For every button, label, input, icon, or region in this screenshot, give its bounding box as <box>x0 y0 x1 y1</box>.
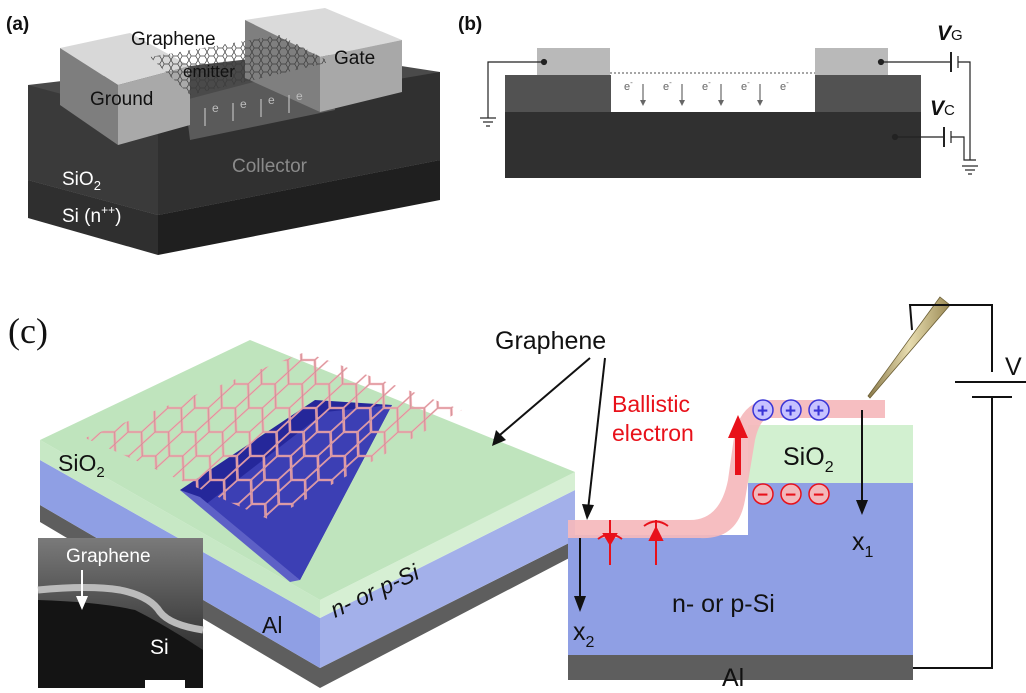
gate-electrode-top <box>245 8 402 57</box>
x1-axis-head <box>856 500 868 515</box>
sio2-front-face <box>320 472 575 618</box>
svg-text:+: + <box>813 401 824 422</box>
panel-b-tag: (b) <box>458 14 482 35</box>
ballistic-arrow-head <box>728 415 748 438</box>
label-vc: VC <box>930 97 955 120</box>
svg-text:e: e <box>212 101 219 115</box>
si-front-face <box>320 490 575 668</box>
label-gate: Gate <box>334 48 375 69</box>
label-al-c: Al <box>262 612 282 638</box>
ground-wire-left-b <box>480 58 548 127</box>
al-layer <box>40 505 575 688</box>
substrate-left-face <box>28 180 158 255</box>
label-graphene-c: Graphene <box>495 327 606 355</box>
positive-charges: + + + <box>752 399 830 422</box>
panel-b: (b) e- e- e- e- e- <box>458 14 978 178</box>
label-ground: Ground <box>90 89 153 110</box>
probe-tip <box>867 296 951 399</box>
inset-label-si: Si <box>150 636 169 659</box>
panel-a-tag: (a) <box>6 14 29 35</box>
circuit-c <box>908 304 1026 669</box>
sio2-cross <box>748 425 913 483</box>
label-ballistic: Ballistic <box>612 391 690 417</box>
graphene-arrow-left-head <box>492 430 506 446</box>
panel-c: (c) Graphene Si SiO2 n- or p-Si Al Graph… <box>8 311 606 688</box>
inset-label-graphene: Graphene <box>66 546 151 567</box>
label-emitter-a: emitter <box>183 62 235 81</box>
svg-text:+: + <box>757 401 768 422</box>
substrate-front-face <box>158 160 440 255</box>
ground-electrode-front <box>118 66 190 145</box>
si-cross <box>568 535 913 655</box>
sio2-front-face <box>158 72 440 215</box>
svg-text:−: − <box>785 485 796 506</box>
sio2-left-face <box>40 440 320 618</box>
si-step-cross <box>748 483 913 535</box>
label-electron: electron <box>612 420 694 446</box>
sio2-right-b <box>815 75 921 112</box>
electron-arrows-b <box>640 84 763 106</box>
ground-electrode-b <box>537 48 610 75</box>
panel-c-tag: (c) <box>8 311 48 351</box>
gate-electrode-front <box>320 40 402 112</box>
svg-text:e-: e- <box>624 78 633 93</box>
electron-arrows-a <box>204 95 290 126</box>
svg-text:e-: e- <box>780 78 789 93</box>
sem-si-region <box>38 600 203 688</box>
svg-text:e-: e- <box>741 78 750 93</box>
label-collector: Collector <box>232 156 308 177</box>
label-si-a: Si (n++) <box>62 203 121 227</box>
graphene-arrow-left <box>493 357 591 441</box>
x2-axis-head <box>574 596 586 612</box>
svg-text:e: e <box>268 93 275 107</box>
ground-electrode-side <box>60 48 118 145</box>
panel-a: (a) e e e e Graphene <box>6 8 440 255</box>
label-sio2-c: SiO2 <box>58 450 105 481</box>
svg-text:−: − <box>813 485 824 506</box>
label-si-type-cross: n- or p-Si <box>672 590 775 618</box>
svg-text:e-: e- <box>702 78 711 93</box>
svg-text:−: − <box>757 485 768 506</box>
ground-electrode-top <box>60 33 190 85</box>
graphene-sheet-c <box>85 352 462 520</box>
svg-text:e: e <box>296 89 303 103</box>
al-cross <box>568 655 913 680</box>
graphene-sheet-a <box>150 35 330 95</box>
graphene-cross <box>568 400 885 539</box>
negative-charges: − − − <box>752 483 830 506</box>
trench-wall <box>180 490 300 582</box>
graphene-arrow-right <box>587 357 606 511</box>
svg-text:+: + <box>785 401 796 422</box>
inset-arrow-head <box>76 596 88 610</box>
svg-text:e: e <box>240 97 247 111</box>
electrons-b: e- e- e- e- e- <box>624 78 789 93</box>
electrons-a: e e e e <box>212 89 303 115</box>
spin-arrows <box>597 520 669 565</box>
label-vg: VG <box>937 22 963 45</box>
label-x1: x1 <box>852 528 874 561</box>
circuit-right-b <box>877 52 978 175</box>
sio2-left-b <box>505 75 611 112</box>
label-x2: x2 <box>573 618 595 651</box>
label-graphene-a: Graphene <box>131 29 216 50</box>
sem-scale-bar <box>145 680 185 688</box>
label-al-cross: Al <box>722 664 744 688</box>
label-sio2-cross: SiO2 <box>783 443 834 476</box>
gate-electrode-b <box>815 48 888 75</box>
panel-c-cross-section: Ballistic electron + + + − − − SiO2 n- o… <box>568 296 1026 692</box>
graphene-arrow-right-head <box>582 504 594 520</box>
label-v: V <box>1005 353 1022 381</box>
sem-graphene-curve <box>37 584 204 634</box>
svg-text:e-: e- <box>663 78 672 93</box>
label-sio2-a: SiO2 <box>62 169 101 193</box>
si-substrate-b <box>505 112 921 178</box>
